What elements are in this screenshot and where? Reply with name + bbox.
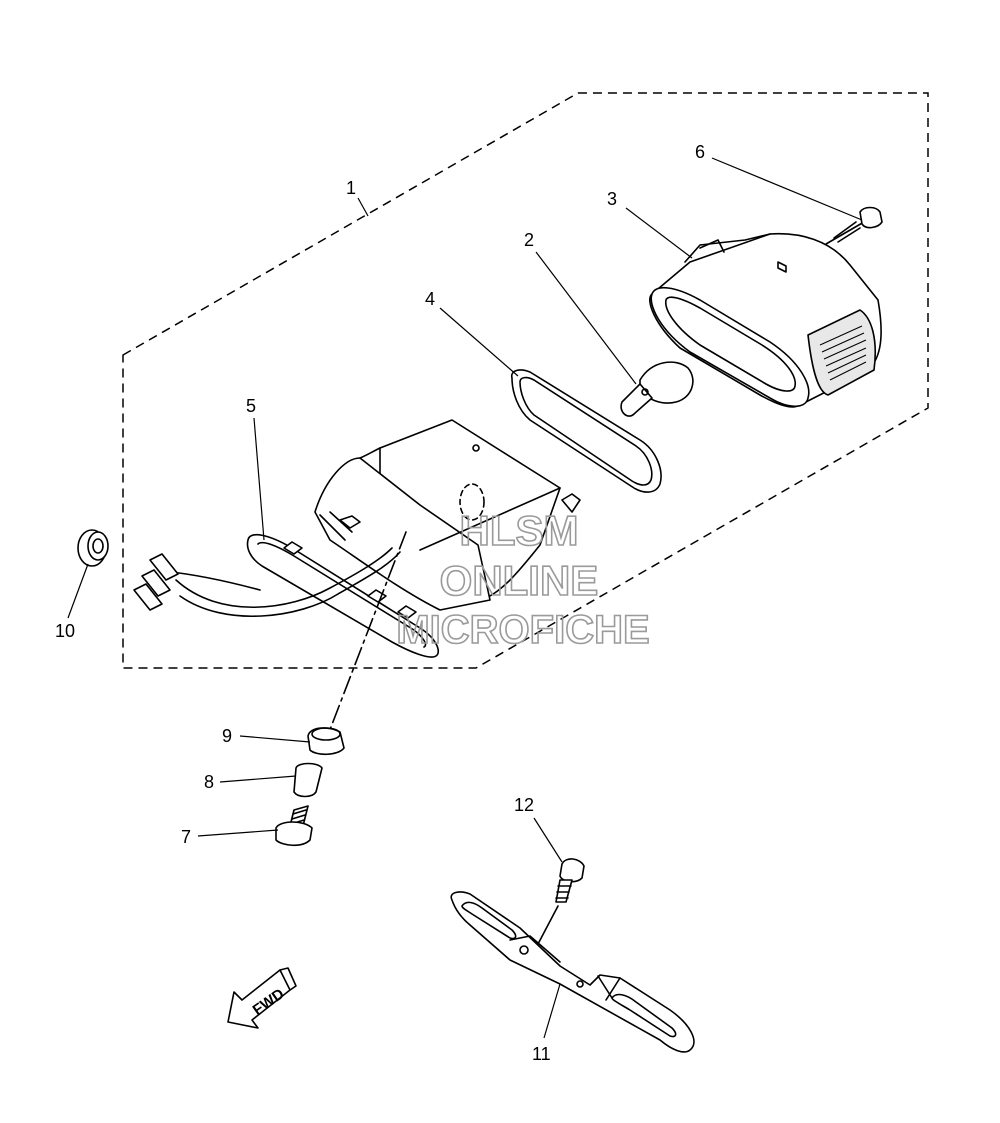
callout-11: 11 — [532, 1044, 551, 1064]
part-2-bulb[interactable] — [620, 361, 694, 417]
part-6-screw[interactable] — [825, 206, 883, 245]
part-10-grommet[interactable] — [77, 529, 109, 567]
part-5-seal[interactable] — [246, 533, 440, 658]
mounting-axis-line — [325, 531, 407, 741]
callout-1: 1 — [346, 178, 356, 198]
watermark-line-3: MICROFICHE — [396, 608, 649, 652]
callout-6: 6 — [695, 142, 705, 162]
callout-8: 8 — [204, 772, 214, 792]
callout-4: 4 — [425, 289, 435, 309]
callout-9: 9 — [222, 726, 232, 746]
lamp-base-unit[interactable] — [314, 419, 581, 611]
part-9-damper[interactable] — [307, 727, 345, 756]
callout-10: 10 — [55, 621, 75, 641]
callout-7: 7 — [181, 827, 191, 847]
callout-5: 5 — [246, 396, 256, 416]
forward-direction-arrow: FWD — [227, 967, 297, 1029]
part-11-stay[interactable] — [450, 891, 695, 1053]
assembly-boundary — [122, 92, 929, 669]
part-12-bolt[interactable] — [537, 858, 585, 945]
wire-harness[interactable] — [133, 547, 401, 618]
watermark: HLSM ONLINE MICROFICHE — [396, 506, 651, 653]
part-4-gasket[interactable] — [510, 369, 662, 493]
callout-12: 12 — [514, 795, 534, 815]
watermark-line-2: ONLINE — [440, 557, 599, 604]
leader-lines — [67, 157, 863, 1039]
part-3-lens-cover[interactable] — [649, 232, 882, 408]
part-8-collar[interactable] — [293, 762, 323, 798]
watermark-line-1: HLSM — [460, 507, 579, 554]
callout-3: 3 — [607, 189, 617, 209]
part-7-bolt[interactable] — [275, 805, 313, 847]
callout-2: 2 — [524, 230, 534, 250]
